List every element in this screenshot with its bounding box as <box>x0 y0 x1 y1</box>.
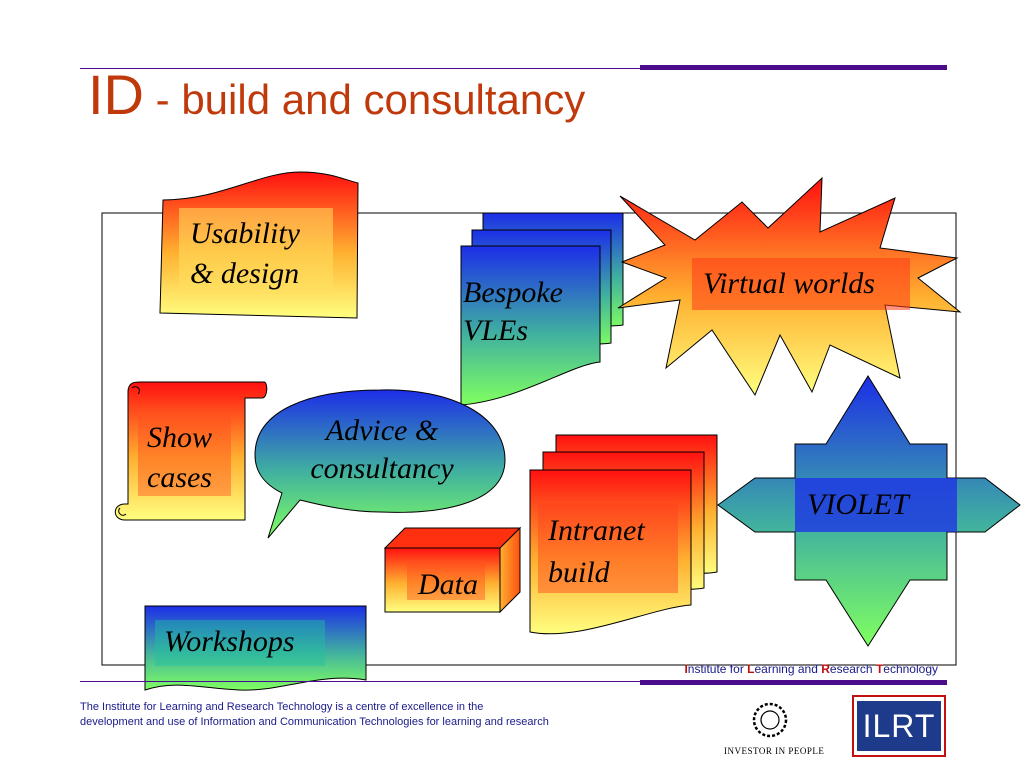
label-violet: VIOLET <box>807 488 909 521</box>
ilrt-logo-text: ILRT <box>857 701 941 751</box>
violet-band <box>795 478 957 532</box>
ilrt-logo: ILRT <box>852 695 946 757</box>
workshops-shape <box>144 605 367 691</box>
investor-in-people-logo <box>752 702 788 738</box>
ilrt-full-name: Institute for Learning and Research Tech… <box>684 662 938 676</box>
data-band <box>407 560 485 600</box>
label-show-cases: Show cases <box>147 421 213 494</box>
advice-bubble-shape <box>254 389 506 539</box>
label-usability: Usability & design <box>190 217 300 290</box>
label-intranet: Intranet build <box>548 514 645 589</box>
bespoke-shape <box>460 212 624 406</box>
data-cube-shape <box>383 526 522 614</box>
footer-description: The Institute for Learning and Research … <box>80 701 549 728</box>
top-rule-thick <box>640 65 947 70</box>
title-abbr: ID <box>88 63 144 126</box>
title-rest: - build and consultancy <box>144 76 586 123</box>
workshops-band <box>155 620 325 666</box>
virtual-band <box>692 258 910 310</box>
label-bespoke: Bespoke VLEs <box>463 276 563 347</box>
bottom-rule-thick <box>640 680 947 685</box>
label-data: Data <box>418 568 478 601</box>
bottom-rule-thin <box>80 681 640 682</box>
label-workshops: Workshops <box>164 625 295 658</box>
label-advice: Advice & consultancy <box>310 414 454 485</box>
show-cases-shape <box>114 381 268 521</box>
investor-in-people-label: INVESTOR IN PEOPLE <box>724 746 825 756</box>
intranet-band <box>538 503 678 593</box>
page-title: ID - build and consultancy <box>88 62 585 127</box>
usability-band <box>179 208 333 294</box>
intranet-shape <box>529 434 718 635</box>
label-virtual-worlds: Virtual worlds <box>703 267 875 300</box>
top-rule-thin <box>80 68 640 69</box>
show-band <box>138 410 231 496</box>
